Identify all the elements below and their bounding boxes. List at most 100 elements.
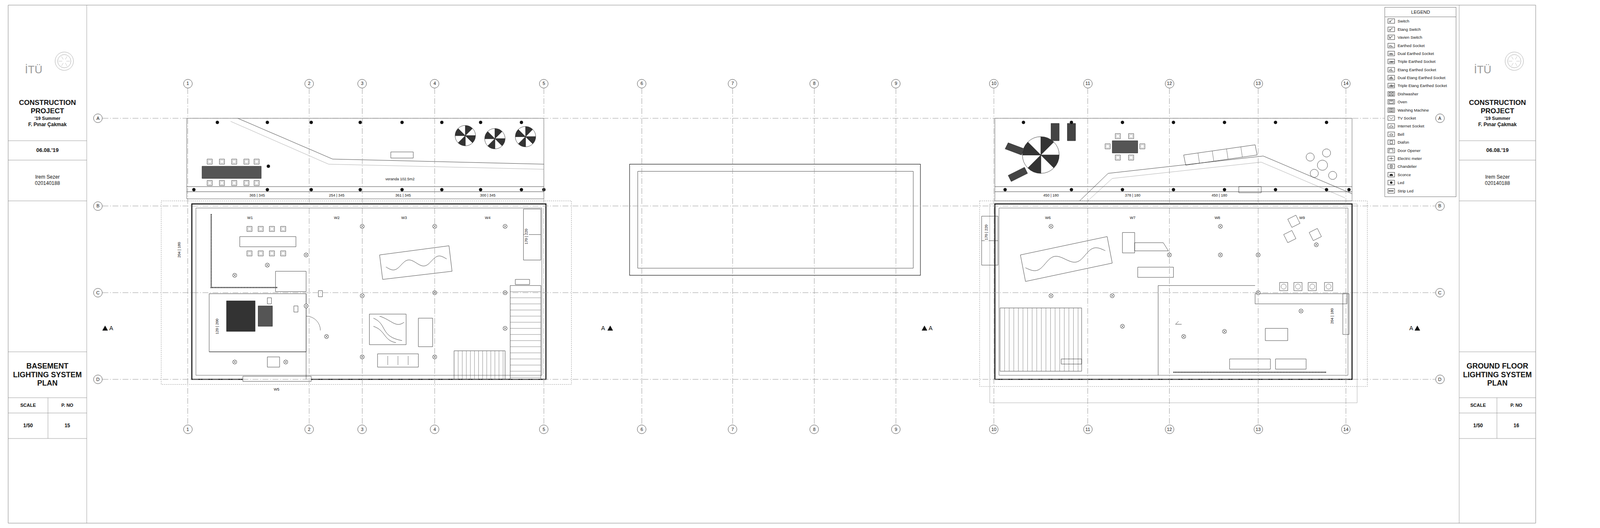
grid-axis-bubble: B — [1435, 201, 1445, 211]
grid-axis-bubble: 8 — [809, 79, 819, 89]
plan-label: 170 | 220 — [984, 224, 989, 242]
switch-glyph — [1390, 35, 1393, 38]
legend-row: Bell — [1385, 130, 1456, 139]
grid-axis-bubble: D — [93, 375, 103, 385]
chandelier-symbol — [502, 224, 508, 229]
chandelier-cross — [265, 263, 269, 267]
title-block-cell: CONSTRUCTION PROJECT'19 SummerF. Pınar Ç… — [8, 85, 88, 141]
stair-step — [510, 297, 541, 299]
stair-step — [494, 350, 495, 380]
title-block-line — [8, 438, 88, 440]
grid-axis-bubble: A — [1435, 113, 1445, 123]
stair-step — [1041, 308, 1042, 372]
legend-symbol — [1387, 50, 1395, 57]
legend-swatch — [1387, 115, 1395, 121]
chair — [1306, 152, 1315, 162]
chair — [254, 180, 260, 186]
railing — [995, 186, 1353, 188]
legend-swatch — [1387, 148, 1395, 153]
sofa-cushion — [1212, 150, 1214, 161]
plan-label: A — [600, 325, 606, 332]
grid-line — [895, 88, 897, 425]
umbrella-panel — [1040, 155, 1054, 174]
legend-row: Door Opener — [1385, 146, 1456, 155]
switch-glyph — [1390, 27, 1393, 30]
grid-axis-bubble: 11 — [1083, 425, 1093, 435]
legend-text: Vavien Switch — [1397, 35, 1423, 40]
legend-row: Oven — [1385, 97, 1456, 106]
chandelier-symbol — [304, 252, 309, 258]
legend-text: Chandelier — [1397, 164, 1417, 169]
logo-seal — [1505, 52, 1524, 71]
cell-text: 6 — [640, 80, 643, 87]
bar-stool-seat — [1295, 284, 1301, 290]
grid-axis-bubble: 13 — [1253, 425, 1263, 435]
chair — [207, 180, 213, 186]
section-arrow — [1415, 325, 1420, 331]
umbrella-panel — [455, 135, 465, 143]
rug — [379, 245, 453, 280]
led-symbol — [520, 120, 523, 124]
stair-step — [462, 350, 463, 380]
umbrella — [1022, 136, 1060, 174]
sofa — [1137, 267, 1174, 278]
bar-stool — [1293, 282, 1303, 291]
cell-text: 8 — [812, 427, 816, 433]
grid-axis-bubble: 14 — [1341, 425, 1351, 435]
legend-symbol — [1387, 115, 1395, 121]
tag-box — [390, 152, 414, 159]
legend-symbol — [1387, 131, 1395, 138]
lounger — [1050, 123, 1060, 141]
cell-text: 3 — [360, 427, 364, 433]
chandelier-symbol — [1049, 293, 1054, 298]
sofa-cushion — [1197, 152, 1200, 163]
chandelier-cross — [325, 335, 328, 339]
title-block-cell: 06.08.'19 — [1459, 140, 1536, 161]
chair-seat — [232, 160, 236, 163]
logo-ray — [65, 62, 68, 66]
title-block-line — [8, 200, 88, 202]
stair-step — [1013, 308, 1015, 372]
cell-text: C — [1438, 290, 1442, 296]
chair — [1309, 228, 1322, 241]
legend-row: Diafon — [1385, 138, 1456, 147]
cell-text: 2 — [307, 427, 311, 433]
cell-text: 5 — [542, 427, 545, 433]
stair — [510, 285, 541, 380]
chair — [1140, 143, 1145, 149]
cell-text: 2 — [307, 80, 311, 87]
plan-label: 450 | 180 — [1210, 193, 1228, 198]
legend-text: Dual Etang Earthed Socket — [1397, 75, 1446, 80]
chair-seat — [281, 252, 285, 255]
plan-label: 170 | 220 — [524, 227, 529, 245]
appliance-glyph — [1390, 101, 1393, 102]
chandelier-symbol — [283, 360, 288, 365]
chandelier-cross — [304, 253, 308, 257]
stair-step — [486, 350, 488, 380]
plan-label: W6 — [1044, 216, 1052, 221]
chair-seat — [1129, 134, 1133, 138]
chandelier-cross — [284, 360, 288, 364]
strip-led — [211, 214, 278, 288]
chair-seat — [1140, 145, 1144, 148]
socket-glyph — [1391, 76, 1392, 78]
kitchen-counter — [1229, 359, 1271, 370]
led-symbol — [1274, 188, 1278, 192]
legend-row: Internet Socket — [1385, 122, 1456, 130]
grid-axis-bubble: 1 — [183, 79, 193, 89]
chair — [1128, 133, 1134, 139]
stair-step — [510, 340, 541, 341]
cell-text: GROUND FLOOR LIGHTING SYSTEM PLAN — [1460, 362, 1535, 388]
grid-axis-bubble: 7 — [727, 425, 738, 435]
chandelier-symbol — [1218, 224, 1223, 229]
legend-swatch — [1387, 180, 1395, 185]
plan-label: A — [927, 325, 934, 332]
roof-edge — [237, 118, 545, 165]
stair-step — [510, 310, 541, 311]
chair — [243, 180, 249, 186]
cell-text: D — [1438, 377, 1442, 383]
led-symbol — [309, 188, 313, 192]
led-symbol — [1347, 188, 1351, 192]
chair — [219, 180, 225, 186]
legend-row: Etang Switch — [1385, 25, 1456, 34]
